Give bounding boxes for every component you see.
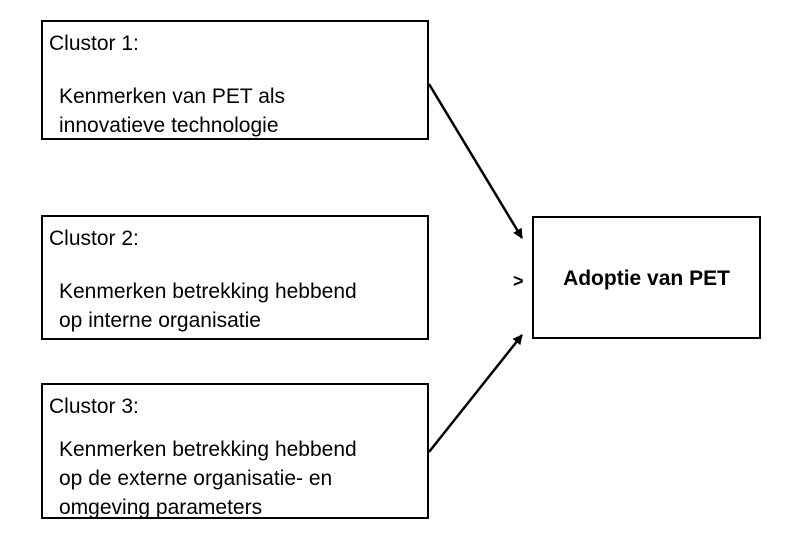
cluster-1-box: Clustor 1: Kenmerken van PET als innovat… <box>41 20 429 140</box>
cluster-3-description: Kenmerken betrekking hebbend op de exter… <box>59 435 357 522</box>
cluster-1-description: Kenmerken van PET als innovatieve techno… <box>59 82 285 140</box>
target-prefix-symbol: > <box>513 271 524 291</box>
cluster-1-line-2: innovatieve technologie <box>59 114 279 137</box>
cluster-3-line-3: omgeving parameters <box>59 496 263 519</box>
cluster-1-label: Clustor 1: <box>49 32 139 55</box>
cluster-3-line-1: Kenmerken betrekking hebbend <box>59 438 357 461</box>
arrow-cluster1-to-adoption <box>427 83 524 239</box>
cluster-2-line-2: op interne organisatie <box>59 309 261 332</box>
adoption-label: Adoptie van PET <box>563 267 730 290</box>
cluster-3-box: Clustor 3: Kenmerken betrekking hebbend … <box>41 383 429 519</box>
cluster-3-line-2: op de externe organisatie- en <box>59 467 333 490</box>
cluster-3-label: Clustor 3: <box>49 395 139 418</box>
cluster-2-box: Clustor 2: Kenmerken betrekking hebbend … <box>41 215 429 340</box>
cluster-1-line-1: Kenmerken van PET als <box>59 85 286 108</box>
arrow-cluster3-to-adoption <box>428 334 523 453</box>
cluster-2-description: Kenmerken betrekking hebbend op interne … <box>59 277 357 335</box>
cluster-2-line-1: Kenmerken betrekking hebbend <box>59 280 357 303</box>
cluster-2-label: Clustor 2: <box>49 227 139 250</box>
adoption-box: Adoptie van PET <box>532 216 761 339</box>
